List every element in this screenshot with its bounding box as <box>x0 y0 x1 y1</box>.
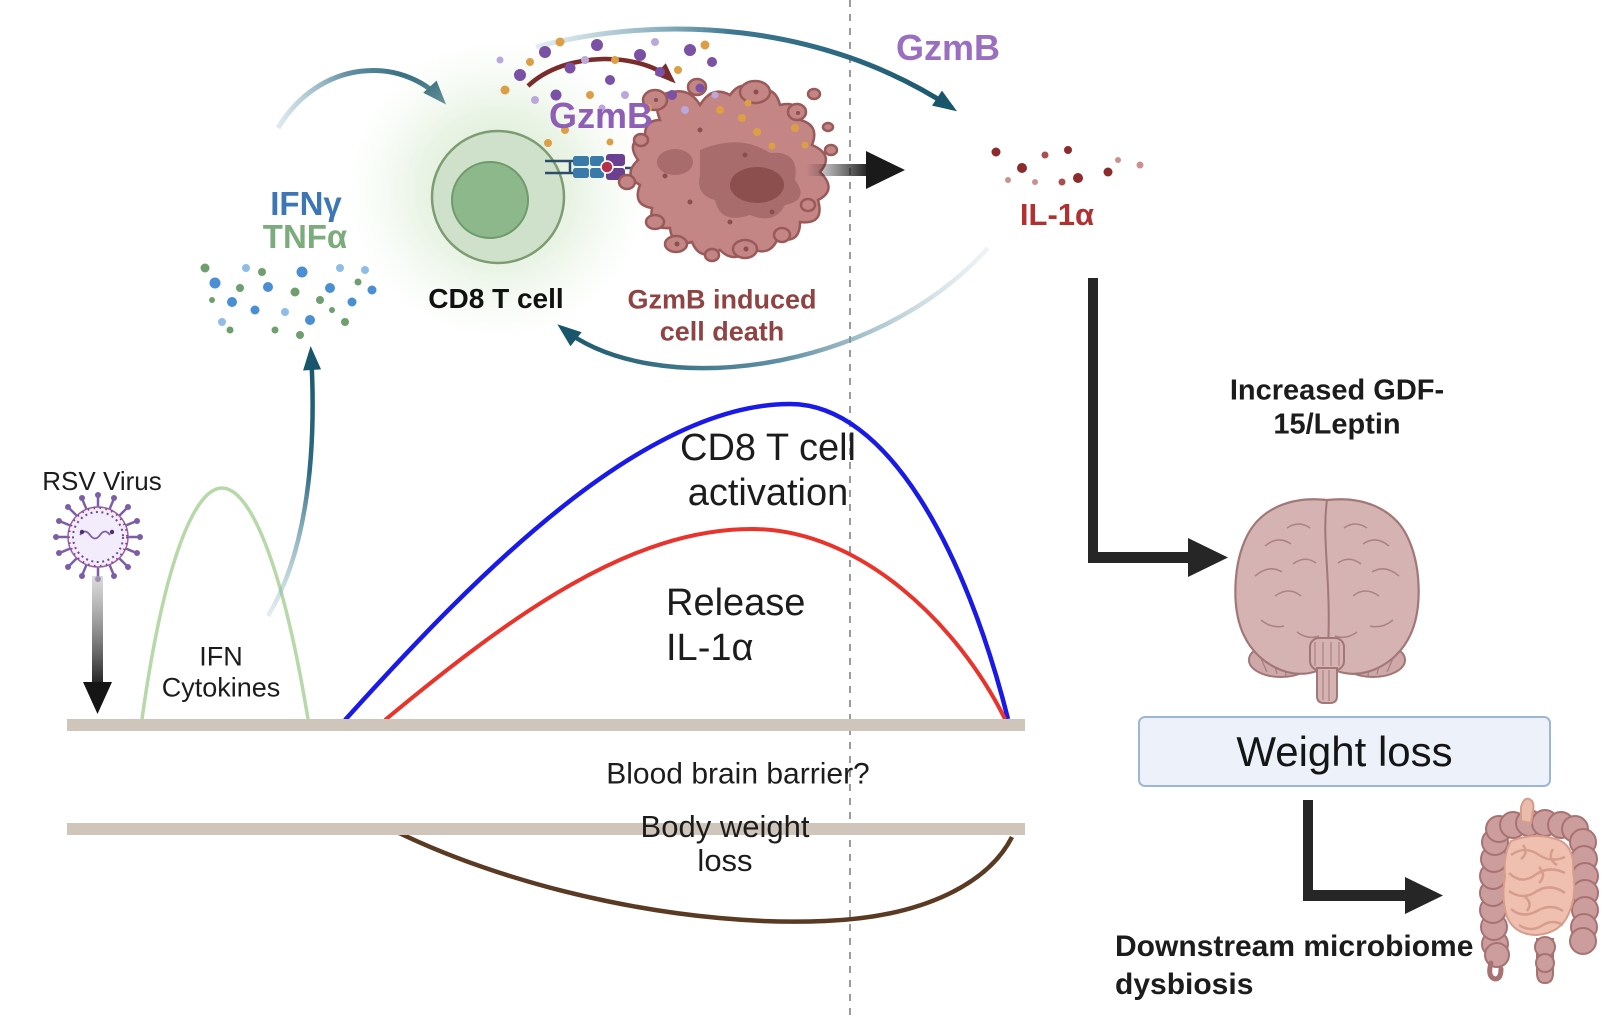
release-il1a-label: Release IL-1α <box>666 582 806 669</box>
granule-dots-icon <box>496 37 809 150</box>
rsv-virus-label: RSV Virus <box>42 465 162 496</box>
gzmb-induced-cell-death-label: GzmB induced cell death <box>627 284 817 347</box>
il1a-dots-icon <box>991 146 1144 186</box>
weight-loss-label: Weight loss <box>1236 727 1453 775</box>
intestine-icon <box>1479 797 1599 985</box>
brain-icon <box>1234 498 1420 704</box>
dying-cell-icon <box>617 77 839 263</box>
cytokine-dots-icon <box>200 263 377 339</box>
release-il1a-curve <box>383 526 1007 722</box>
arrow-cytokines-up <box>266 346 322 618</box>
flow-arrows <box>266 26 990 618</box>
ifn-cytokines-label: IFN Cytokines <box>161 641 281 703</box>
il1a-label: IL-1α <box>1019 197 1095 233</box>
arrow-il1a-back-to-cd8 <box>557 246 990 371</box>
weight-loss-box: Weight loss <box>1138 716 1551 787</box>
barrier-bar-upper <box>67 719 1025 731</box>
blood-brain-barrier-label: Blood brain barrier? <box>606 757 870 791</box>
arrow-weightloss-to-gut <box>1303 800 1443 914</box>
cd8-t-cell-label: CD8 T cell <box>428 282 564 314</box>
arrow-gzmb-to-il1a <box>535 26 958 112</box>
graph-curves <box>140 401 1015 924</box>
cd8-activation-curve <box>343 401 1011 722</box>
tnfa-label: TNFα <box>262 217 348 255</box>
barrier-bar-lower <box>67 823 1025 835</box>
gzmb-label-top-right: GzmB <box>895 27 1001 69</box>
cd8-t-cell-icon <box>348 40 650 340</box>
arrow-il1a-to-brain <box>1088 278 1228 577</box>
rsv-virus-icon <box>53 492 143 582</box>
ifng-label: IFNγ <box>270 184 342 222</box>
downstream-microbiome-label: Downstream microbiome dysbiosis <box>1115 930 1474 1001</box>
arrow-rsv-down <box>83 576 112 714</box>
gzmb-label-near-cell: GzmB <box>548 95 654 137</box>
arrow-cell-death-to-il1a <box>806 151 905 189</box>
cd8-activation-label: CD8 T cell activation <box>680 427 856 514</box>
tcr-receptor-icon <box>545 154 650 180</box>
increased-gdf15-leptin-label: Increased GDF-15/Leptin <box>1229 374 1445 440</box>
body-weight-loss-label: Body weight loss <box>640 808 810 878</box>
body-weight-loss-curve <box>394 828 1015 924</box>
